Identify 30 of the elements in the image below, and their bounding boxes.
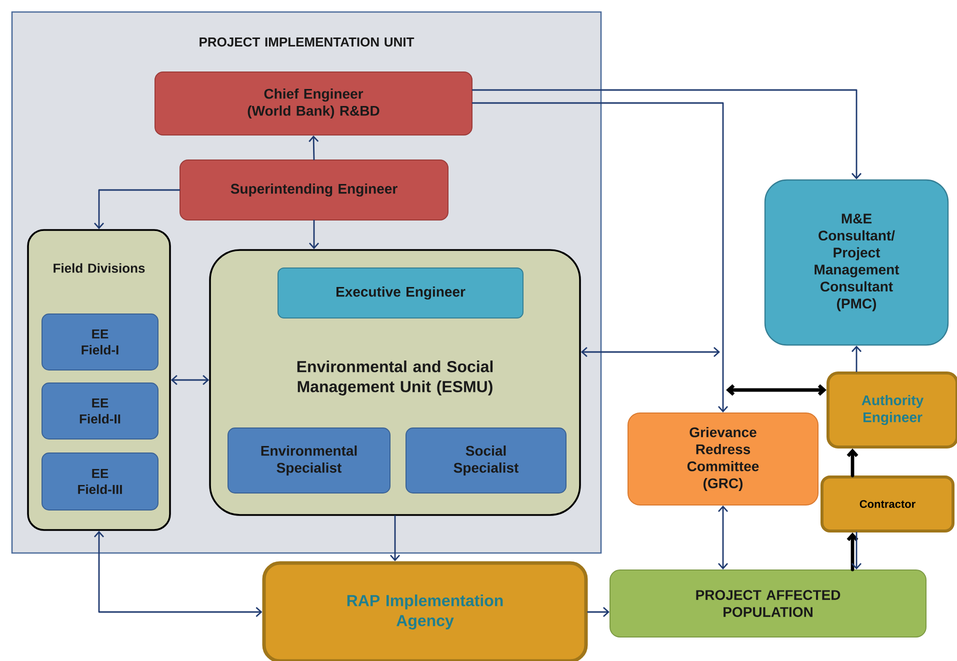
arrow (472, 89, 862, 180)
process-box: Grievance Redress Committee (GRC) (628, 412, 818, 506)
arrow (846, 448, 858, 478)
arrow (390, 515, 400, 562)
arrow (587, 606, 610, 618)
process-box: RAP Implementation Agency (262, 561, 588, 661)
process-box: Executive Engineer (278, 268, 524, 318)
arrow (170, 374, 210, 386)
arrow (718, 506, 728, 570)
arrow (726, 384, 827, 396)
arrow (580, 346, 720, 358)
process-box: M&E Consultant/ Project Management Consultant (PMC) (764, 179, 949, 346)
process-box: Environmental Specialist (228, 428, 390, 494)
process-box: Superintending Engineer (180, 160, 448, 220)
arrow (846, 532, 858, 572)
arrow (852, 346, 862, 372)
process-box: Chief Engineer (World Bank) R&BD (154, 72, 472, 136)
arrow (308, 136, 319, 160)
process-box: EE Field-III (42, 452, 158, 510)
process-box: EE Field-I (42, 314, 158, 370)
arrow (94, 530, 262, 618)
process-box: Authority Engineer (826, 372, 957, 448)
arrow (852, 532, 862, 570)
process-box: PROJECT AFFECTED POPULATION (610, 570, 927, 638)
arrow (94, 189, 180, 230)
arrow (472, 102, 728, 412)
process-box: Contractor (820, 476, 955, 532)
arrow (308, 220, 320, 250)
process-box: EE Field-II (42, 382, 158, 440)
process-box: Social Specialist (406, 428, 566, 494)
